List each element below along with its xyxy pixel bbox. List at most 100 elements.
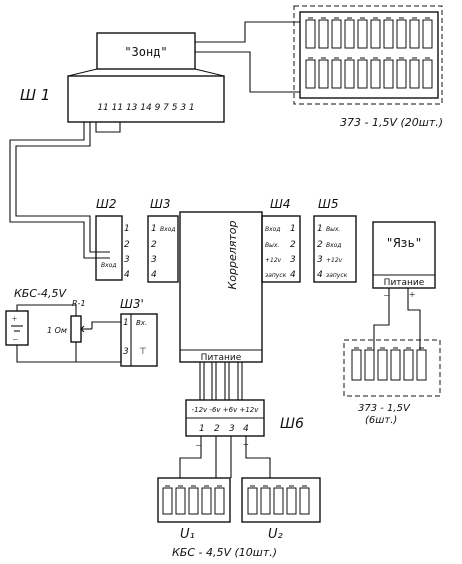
battery-pack-top-frame xyxy=(299,11,439,99)
sh4-pin4-label: запуск xyxy=(265,272,287,279)
sh3p-body xyxy=(120,313,158,367)
battery-cell-top-row2-10 xyxy=(422,59,433,89)
sh3-label: Ш3 xyxy=(150,197,170,211)
sh4-pin-1: 1 xyxy=(290,224,296,234)
sh5-connector: Ш5 1 2 3 4 Вых. Вход +12v запуск xyxy=(313,197,357,283)
sh4-pin3-label: +12v xyxy=(265,257,282,264)
sh1-body xyxy=(67,75,225,123)
battery-pack-top: 373 - 1,5V (20шт.) xyxy=(293,5,443,129)
kbs-left-plus: + xyxy=(12,314,17,324)
battery-cell-right-4 xyxy=(390,349,401,381)
cable-sh1-sh2-b xyxy=(15,122,110,253)
kbs-left-circuit: КБС-4,5V + – R-1 1 Ом xyxy=(5,287,122,363)
sh3p-input-label: Вх. xyxy=(136,319,147,327)
sh6-minus: – xyxy=(195,440,202,451)
zond-connector-lines xyxy=(67,68,225,77)
sh3p-connector: Ш3' 1 3 Вх. ⊤ xyxy=(120,297,158,367)
battery-cell-top-row1-9 xyxy=(409,19,420,49)
sh3p-ground-symbol: ⊤ xyxy=(139,346,147,356)
wires-korrelator-sh6-b xyxy=(203,362,243,400)
sh3-pin1-label: Вход xyxy=(160,226,176,233)
wire-kbs-r1-bottom xyxy=(16,342,77,363)
sh4-label: Ш4 xyxy=(270,197,290,211)
battery-pack-u1: U₁ xyxy=(157,477,231,542)
r1-wiper-arrow xyxy=(80,325,85,333)
battery-cell-right-5 xyxy=(403,349,414,381)
battery-pack-u2: U₂ xyxy=(241,477,321,542)
korrelator-block: Коррелятор Питание xyxy=(179,211,263,363)
sh5-pin-2: 2 xyxy=(317,240,323,250)
battery-cell-u2-2 xyxy=(260,487,271,515)
sh4-pin-2: 2 xyxy=(290,240,296,250)
wire-r1-sh3p-ground xyxy=(76,350,122,363)
battery-cell-top-row2-8 xyxy=(396,59,407,89)
battery-cell-top-row1-2 xyxy=(318,19,329,49)
sh2-input-label: Вход xyxy=(101,262,117,269)
sh2-pin-2: 2 xyxy=(124,240,130,250)
r1-resistor xyxy=(70,315,82,343)
wire-yaz-minus xyxy=(373,288,390,350)
sh1-pin-loop xyxy=(95,122,121,133)
sh2-pin-1: 1 xyxy=(124,224,130,234)
sh5-label: Ш5 xyxy=(318,197,338,211)
battery-cell-u2-3 xyxy=(273,487,284,515)
sh5-pin3-label: +12v xyxy=(326,257,343,264)
korrelator-power-label: Питание xyxy=(201,353,242,363)
sh2-label: Ш2 xyxy=(96,197,116,211)
sh5-pin-3: 3 xyxy=(317,255,323,265)
r1-label: R-1 xyxy=(72,299,86,308)
sh6-supply-labels: -12v -6v +6v +12v xyxy=(192,406,260,414)
yaz-plus: + xyxy=(409,289,415,301)
sh1-connector: Ш 1 11 11 13 14 9 7 5 3 1 xyxy=(20,75,225,123)
battery-cell-right-3 xyxy=(377,349,388,381)
wire-sh6-u2-plus xyxy=(245,436,271,478)
battery-cell-u1-2 xyxy=(175,487,186,515)
wire-kbs-r1-top xyxy=(16,304,77,316)
sh4-pin2-label: Вых. xyxy=(265,242,279,249)
sh3-connector: Ш3 1 2 3 4 Вход xyxy=(147,197,179,283)
battery-pack-right: 373 - 1,5V (6шт.) xyxy=(343,339,441,426)
u1-label: U₁ xyxy=(180,527,195,542)
battery-cell-top-row2-9 xyxy=(409,59,420,89)
battery-pack-right-label-2: (6шт.) xyxy=(365,415,397,426)
battery-cells-right xyxy=(351,347,427,381)
kbs-left-minus: – xyxy=(12,334,18,344)
sh5-pin4-label: запуск xyxy=(326,272,348,279)
sh2-body xyxy=(95,215,123,281)
battery-cell-u1-4 xyxy=(201,487,212,515)
wires-korrelator-sh6 xyxy=(199,362,239,400)
r1-value: 1 Ом xyxy=(47,326,67,335)
battery-cell-right-1 xyxy=(351,349,362,381)
sh3-pin-2: 2 xyxy=(151,240,157,250)
battery-pack-u2-frame xyxy=(241,477,321,523)
battery-cell-u1-3 xyxy=(188,487,199,515)
battery-cells-top xyxy=(305,17,433,89)
zond-label: "Зонд" xyxy=(124,45,167,59)
battery-cell-u2-5 xyxy=(299,487,310,515)
battery-cell-top-row2-5 xyxy=(357,59,368,89)
battery-cell-u1-1 xyxy=(162,487,173,515)
sh5-pin-1: 1 xyxy=(317,224,323,234)
sh2-connector: Ш2 1 2 3 4 Вход xyxy=(95,197,130,281)
yaz-label: "Язь" xyxy=(386,236,422,250)
battery-cell-top-row2-6 xyxy=(370,59,381,89)
yaz-minus: – xyxy=(383,289,390,301)
battery-cells-u2 xyxy=(247,485,310,515)
sh5-pin2-label: Вход xyxy=(326,242,342,249)
battery-pack-right-enclosure xyxy=(343,339,441,397)
battery-cell-top-row1-10 xyxy=(422,19,433,49)
sh4-pin-4: 4 xyxy=(290,270,296,280)
battery-cell-right-6 xyxy=(416,349,427,381)
sh3p-label: Ш3' xyxy=(120,297,144,311)
sh6-pin-3: 3 xyxy=(229,424,235,434)
sh1-pins: 11 11 13 14 9 7 5 3 1 xyxy=(97,103,194,113)
korrelator-box xyxy=(179,211,263,363)
battery-cell-u1-5 xyxy=(214,487,225,515)
sh4-pin1-label: Вход xyxy=(265,226,281,233)
zond-block: "Зонд" xyxy=(96,32,196,70)
sh3p-pin-1: 1 xyxy=(123,318,129,328)
sh5-pin-4: 4 xyxy=(317,270,323,280)
sh6-pin-4: 4 xyxy=(243,424,249,434)
zond-box xyxy=(96,32,196,70)
